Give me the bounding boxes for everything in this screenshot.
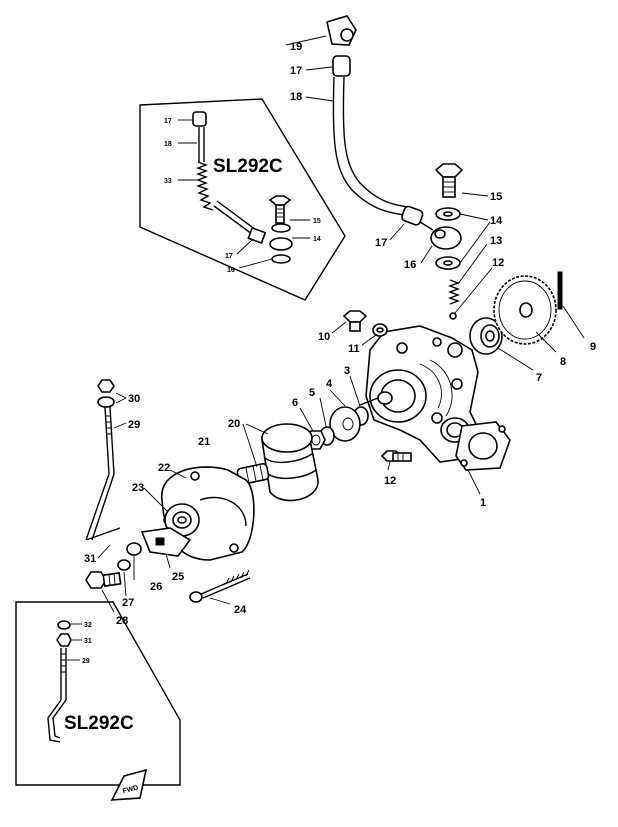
inset-nipple xyxy=(247,226,267,245)
callout-27: 27 xyxy=(122,597,134,609)
delivery-pipe-assembly xyxy=(285,15,493,320)
pump-housing xyxy=(331,310,511,495)
pump-cover-group xyxy=(126,466,255,580)
adjust-plate xyxy=(140,527,192,557)
inset-bottom-label-32: 32 xyxy=(84,622,92,629)
inset-bottom-sl292c: SL292C 32 31 29 xyxy=(15,601,181,786)
callout-12-lower: 12 xyxy=(384,475,396,487)
callout-25: 25 xyxy=(172,571,184,583)
fwd-mark: FWD xyxy=(110,768,148,801)
callout-11: 11 xyxy=(348,343,360,355)
inset-bottom-model: SL292C xyxy=(64,713,134,734)
inset-top-label-33: 33 xyxy=(164,178,172,185)
callout-14: 14 xyxy=(490,215,503,227)
callout-12-upper: 12 xyxy=(492,257,504,269)
check-spring xyxy=(448,279,460,305)
inset-spring xyxy=(195,161,214,211)
fwd-label: FWD xyxy=(122,784,139,795)
callout-9: 9 xyxy=(590,341,596,353)
callout-labels: 1 12 3 4 5 6 7 8 9 10 11 12 13 14 15 16 … xyxy=(84,41,596,627)
callout-7: 7 xyxy=(536,372,542,384)
callout-1: 1 xyxy=(480,497,486,509)
shaft-parts xyxy=(299,375,369,450)
rod-nut xyxy=(97,379,115,393)
inset-top-label-15: 15 xyxy=(313,218,321,225)
callout-4: 4 xyxy=(326,378,333,390)
callout-20: 20 xyxy=(228,418,240,430)
mount-bolt-upper xyxy=(342,310,368,323)
long-screw xyxy=(189,569,251,605)
callout-26: 26 xyxy=(150,581,162,593)
inset-top-sl292c: SL292C 17 18 33 15 14 17 16 xyxy=(139,98,346,301)
gear-pin xyxy=(557,271,563,310)
callout-13: 13 xyxy=(490,235,502,247)
inset-top-label-14: 14 xyxy=(313,236,321,243)
callout-29: 29 xyxy=(128,419,140,431)
inset-top-label-18: 18 xyxy=(164,141,172,148)
callout-10: 10 xyxy=(318,331,330,343)
inset-top-label-17: 17 xyxy=(164,118,172,125)
callout-28: 28 xyxy=(116,615,128,627)
callout-17-lower: 17 xyxy=(375,237,387,249)
inset-fitting xyxy=(192,111,207,127)
pipe-fitting-lower xyxy=(401,205,424,226)
callout-22: 22 xyxy=(158,462,170,474)
callout-5: 5 xyxy=(309,387,315,399)
callout-6: 6 xyxy=(292,397,298,409)
inset-bottom-label-29: 29 xyxy=(82,658,90,665)
adjust-bolt xyxy=(85,559,131,613)
callout-3: 3 xyxy=(344,365,350,377)
callout-8: 8 xyxy=(560,356,566,368)
callout-24: 24 xyxy=(234,604,247,616)
control-rod xyxy=(85,379,127,559)
inset-top-label-16: 16 xyxy=(227,267,235,274)
inset-top-label-17b: 17 xyxy=(225,253,233,260)
delivery-pipe xyxy=(332,76,405,216)
callout-31: 31 xyxy=(84,553,96,565)
pipe-fitting-top xyxy=(332,55,351,77)
banjo-union xyxy=(430,226,462,250)
callout-19: 19 xyxy=(290,41,302,53)
callout-17-top: 17 xyxy=(290,65,302,77)
callout-15: 15 xyxy=(490,191,502,203)
inset-bottom-label-31: 31 xyxy=(84,638,92,645)
callout-18: 18 xyxy=(290,91,302,103)
callout-21: 21 xyxy=(198,436,210,448)
drive-gear-group xyxy=(469,271,585,371)
callout-30: 30 xyxy=(128,393,140,405)
inset-bottom-frame xyxy=(15,601,181,786)
inset-top-model: SL292C xyxy=(213,156,283,177)
union-bolt xyxy=(434,163,464,178)
inset-top-frame xyxy=(139,98,346,301)
check-ball xyxy=(449,312,457,320)
callout-16: 16 xyxy=(404,259,416,271)
callout-23: 23 xyxy=(132,482,144,494)
thrust-disc xyxy=(329,406,361,442)
